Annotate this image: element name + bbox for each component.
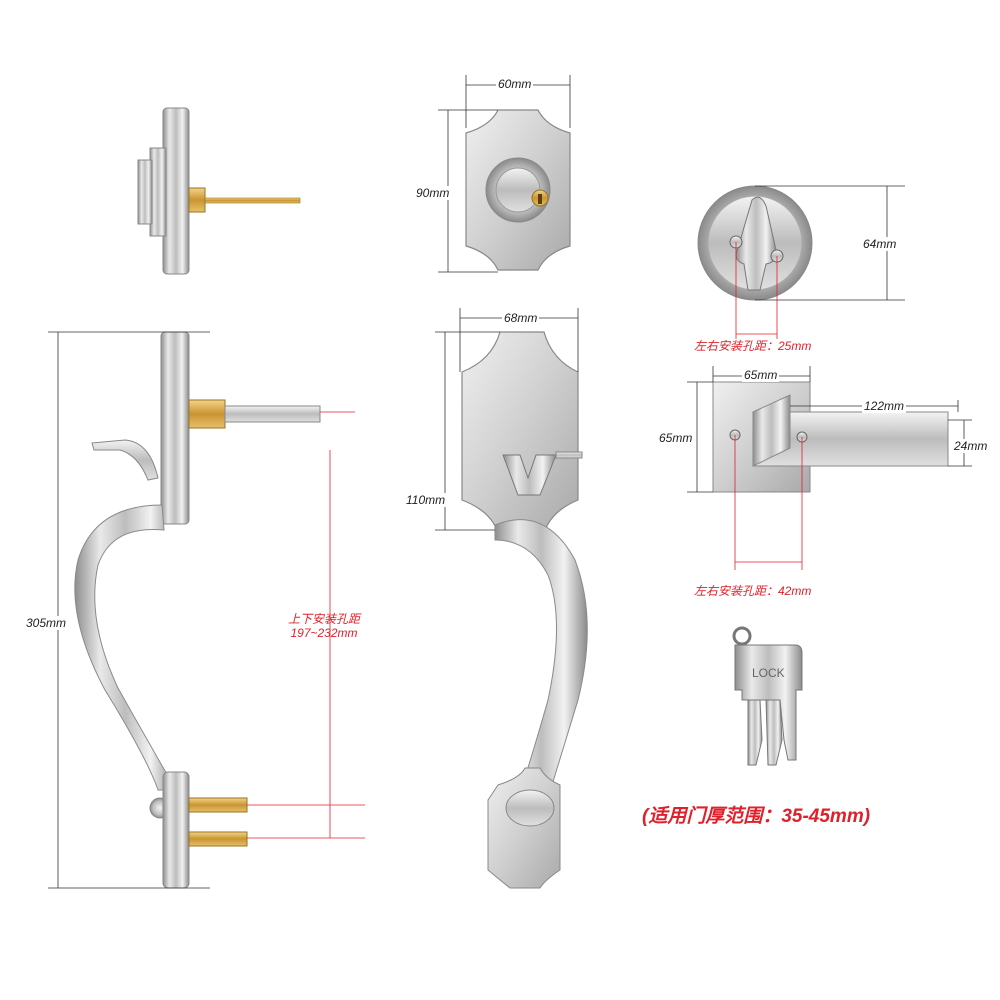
handleset-side-view: [74, 331, 321, 889]
cylinder-width-label: 60mm: [496, 77, 534, 91]
lever-plate-height-label: 65mm: [657, 431, 695, 445]
vertical-hole-spacing-line1: 上下安装孔距: [287, 612, 360, 626]
door-thickness-note: (适用门厚范围：35-45mm): [642, 806, 871, 827]
thumbturn-hole-spacing-label: 左右安装孔距：25mm: [692, 339, 814, 353]
key-stamp: LOCK: [752, 666, 785, 680]
cylinder-height-label: 90mm: [414, 186, 452, 200]
thumbturn-view: [697, 185, 813, 301]
vertical-hole-spacing-label: 上下安装孔距 197~232mm: [272, 612, 376, 640]
escutcheon-width-label: 68mm: [502, 311, 540, 325]
hole-spacing-lines: [247, 242, 803, 839]
vertical-hole-spacing-line2: 197~232mm: [290, 626, 358, 640]
lever-thickness-label: 24mm: [952, 439, 990, 453]
thumbturn-height-label: 64mm: [861, 237, 899, 251]
lever-length-label: 122mm: [862, 399, 907, 413]
lever-plate-width-label: 65mm: [742, 368, 780, 382]
overall-height-label: 305mm: [24, 616, 69, 630]
keys-view: LOCK: [732, 626, 803, 766]
lever-view: [712, 381, 949, 493]
cylinder-front-view: [465, 109, 571, 271]
lever-hole-spacing-label: 左右安装孔距：42mm: [692, 584, 814, 598]
escutcheon-height-label: 110mm: [404, 493, 448, 507]
handleset-front-view: [461, 331, 588, 889]
deadbolt-side-view: [137, 107, 301, 275]
